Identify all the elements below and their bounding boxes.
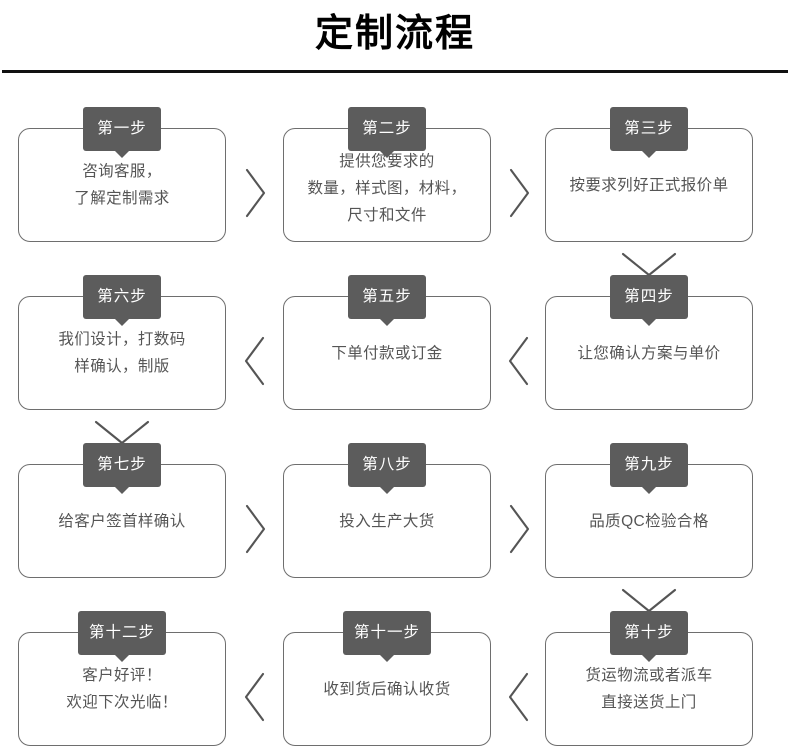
step-card-line: 数量，样式图，材料， xyxy=(307,179,467,197)
step-card-line: 给客户签首样确认 xyxy=(58,512,186,530)
step-badge: 第四步 xyxy=(610,275,688,319)
step-card-line: 欢迎下次光临！ xyxy=(66,694,178,711)
step-badge: 第一步 xyxy=(83,107,161,151)
step-card-text: 咨询客服， 了解定制需求 xyxy=(18,128,226,242)
step-card-text: 下单付款或订金 xyxy=(283,296,491,410)
step-card-line: 客户好评！ xyxy=(82,667,162,684)
step-card-text: 按要求列好正式报价单 xyxy=(545,128,753,242)
step-badge: 第十一步 xyxy=(342,611,432,655)
step-card-line: 按要求列好正式报价单 xyxy=(569,176,729,194)
step-card-line: 尺寸和文件 xyxy=(347,206,427,224)
step-badge: 第八步 xyxy=(348,443,426,487)
flow-step-card[interactable]: 第八步 投入生产大货 xyxy=(283,443,491,578)
flow-row-3: 第七步 给客户签首样确认 第八步 投入生产大货 xyxy=(0,428,790,613)
step-card-text: 投入生产大货 xyxy=(283,464,491,578)
step-card-line: 投入生产大货 xyxy=(339,512,435,530)
step-card-text: 客户好评！ 欢迎下次光临！ xyxy=(18,632,226,746)
step-card-line: 品质QC检验合格 xyxy=(589,512,709,530)
flow-step-card[interactable]: 第四步 让您确认方案与单价 xyxy=(545,275,753,410)
flow-row-2: 第六步 我们设计，打数码 样确认，制版 第五步 下单付款或订金 xyxy=(0,260,790,445)
step-badge: 第六步 xyxy=(83,275,161,319)
step-card-text: 品质QC检验合格 xyxy=(545,464,753,578)
flow-step-card[interactable]: 第十二步 客户好评！ 欢迎下次光临！ xyxy=(18,611,226,746)
step-card-text: 给客户签首样确认 xyxy=(18,464,226,578)
step-card-line: 让您确认方案与单价 xyxy=(577,344,721,362)
chevron-left-icon xyxy=(502,332,536,390)
step-card-box xyxy=(545,464,753,578)
step-badge: 第二步 xyxy=(348,107,426,151)
step-card-text: 收到货后确认收货 xyxy=(283,632,491,746)
step-badge: 第五步 xyxy=(348,275,426,319)
flow-step-card[interactable]: 第七步 给客户签首样确认 xyxy=(18,443,226,578)
step-card-text: 提供您要求的 数量，样式图，材料， 尺寸和文件 xyxy=(283,128,491,242)
chevron-right-icon xyxy=(502,164,536,222)
step-badge: 第十步 xyxy=(610,611,688,655)
chevron-right-icon xyxy=(238,164,272,222)
step-card-text: 货运物流或者派车 直接送货上门 xyxy=(545,632,753,746)
step-card-line: 下单付款或订金 xyxy=(331,344,443,362)
flow-step-card[interactable]: 第六步 我们设计，打数码 样确认，制版 xyxy=(18,275,226,410)
step-badge: 第九步 xyxy=(610,443,688,487)
chevron-left-icon xyxy=(238,668,272,726)
chevron-right-icon xyxy=(502,500,536,558)
flow-step-card[interactable]: 第一步 咨询客服， 了解定制需求 xyxy=(18,107,226,242)
step-card-line: 货运物流或者派车 xyxy=(585,667,713,684)
flow-step-card[interactable]: 第二步 提供您要求的 数量，样式图，材料， 尺寸和文件 xyxy=(283,107,491,242)
title-divider xyxy=(2,70,788,73)
step-card-line: 样确认，制版 xyxy=(74,358,170,375)
flow-step-card[interactable]: 第三步 按要求列好正式报价单 xyxy=(545,107,753,242)
step-badge: 第三步 xyxy=(610,107,688,151)
step-card-text: 我们设计，打数码 样确认，制版 xyxy=(18,296,226,410)
step-card-text: 让您确认方案与单价 xyxy=(545,296,753,410)
step-card-line: 了解定制需求 xyxy=(74,190,170,207)
flow-step-card[interactable]: 第十步 货运物流或者派车 直接送货上门 xyxy=(545,611,753,746)
chevron-left-icon xyxy=(502,668,536,726)
chevron-left-icon xyxy=(238,332,272,390)
step-card-line: 直接送货上门 xyxy=(601,694,697,711)
page-title: 定制流程 xyxy=(314,13,475,55)
flow-step-card[interactable]: 第九步 品质QC检验合格 xyxy=(545,443,753,578)
step-badge: 第七步 xyxy=(83,443,161,487)
flow-grid: 第一步 咨询客服， 了解定制需求 第二步 提供您要求的 数量，样式图，材料， 尺… xyxy=(0,92,790,754)
step-card-line: 我们设计，打数码 xyxy=(58,331,186,348)
chevron-right-icon xyxy=(238,500,272,558)
title-section: 定制流程 xyxy=(0,0,790,75)
flow-step-card[interactable]: 第十一步 收到货后确认收货 xyxy=(283,611,491,746)
step-card-line: 收到货后确认收货 xyxy=(323,680,451,698)
step-badge: 第十二步 xyxy=(77,611,167,655)
flow-step-card[interactable]: 第五步 下单付款或订金 xyxy=(283,275,491,410)
step-card-line: 提供您要求的 xyxy=(339,152,435,170)
step-card-line: 咨询客服， xyxy=(82,163,162,180)
flow-row-4: 第十二步 客户好评！ 欢迎下次光临！ 第十一步 收到货后确认收货 xyxy=(0,596,790,754)
flow-row-1: 第一步 咨询客服， 了解定制需求 第二步 提供您要求的 数量，样式图，材料， 尺… xyxy=(0,92,790,277)
